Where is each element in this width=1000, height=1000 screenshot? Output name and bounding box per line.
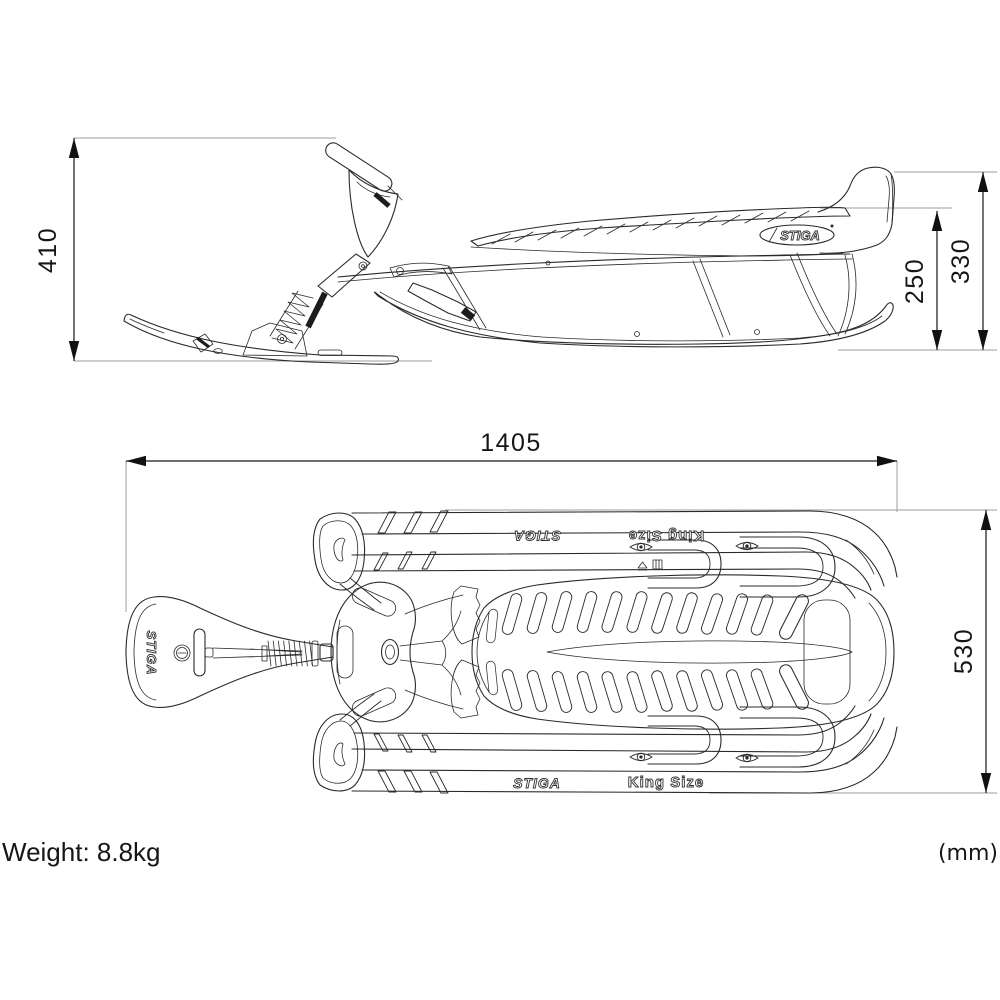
model-label-runner-top: King Size: [628, 527, 705, 544]
stiga-badge: [173, 644, 191, 662]
side-view-drawing: STIGA: [123, 142, 895, 365]
model-label-runner-bottom: King Size: [628, 774, 705, 791]
brand-label-runner-top: STIGA: [513, 528, 561, 544]
weight-label: Weight: 8.8kg: [2, 837, 161, 867]
brand-label-runner-bottom: STIGA: [513, 775, 561, 791]
dimension-backrest-height: 330: [947, 172, 989, 350]
certification-icons: [637, 559, 663, 571]
dimension-seat-height: 250: [901, 211, 943, 350]
brand-label-side: STIGA: [780, 228, 820, 243]
dim-410-label: 410: [34, 227, 62, 273]
brand-label-ski: STIGA: [144, 631, 159, 676]
dimension-overall-length: 1405: [126, 429, 897, 467]
dim-1405-label: 1405: [480, 429, 542, 457]
dim-530-label: 530: [950, 628, 978, 674]
reference-lines: [74, 137, 997, 794]
dimension-overall-width: 530: [950, 510, 992, 793]
units-label: (mm): [938, 841, 998, 866]
stiga-seat-logo: STIGA: [759, 224, 835, 246]
seat-ribs: [485, 589, 812, 715]
dimension-overall-height: 410: [34, 138, 80, 361]
wheel-slots: [336, 587, 397, 717]
top-view-drawing: STIGA: [125, 510, 898, 794]
dim-250-label: 250: [901, 258, 929, 304]
dim-330-label: 330: [947, 238, 975, 284]
